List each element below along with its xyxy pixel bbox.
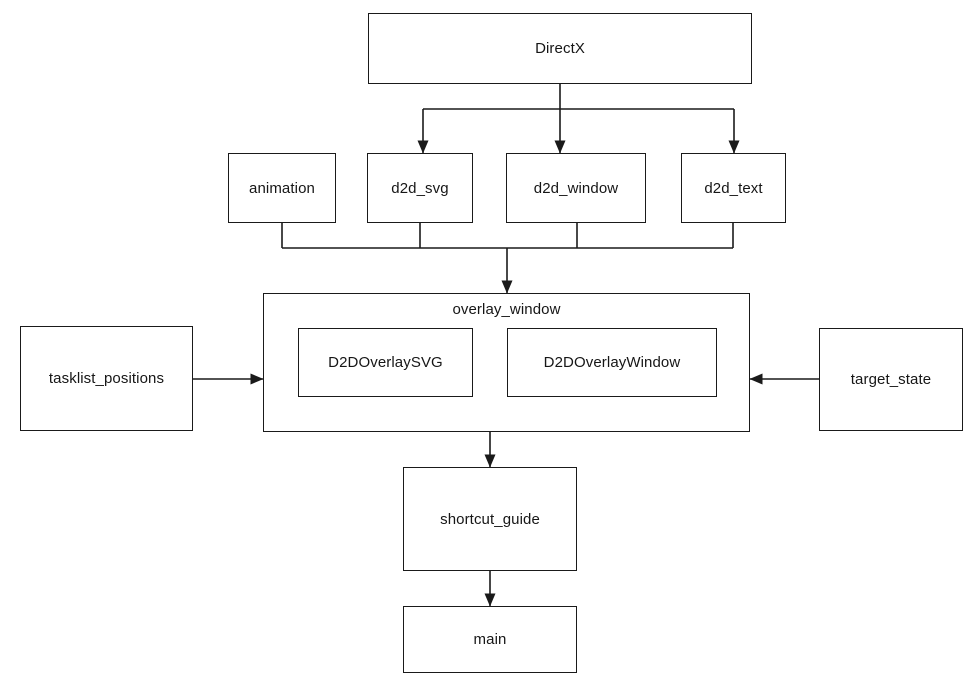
node-shortcut-guide: shortcut_guide — [403, 467, 577, 571]
node-d2d-window-label: d2d_window — [533, 179, 619, 197]
node-d2d-overlay-window: D2DOverlayWindow — [507, 328, 717, 397]
node-d2d-svg-label: d2d_svg — [391, 179, 449, 197]
node-main: main — [403, 606, 577, 673]
node-tasklist-positions: tasklist_positions — [20, 326, 193, 431]
node-animation: animation — [228, 153, 336, 223]
node-d2d-overlay-svg-label: D2DOverlaySVG — [328, 354, 443, 371]
node-target-state: target_state — [819, 328, 963, 431]
node-main-label: main — [473, 631, 507, 648]
node-d2d-text-label: d2d_text — [704, 179, 763, 197]
node-d2d-overlay-window-label: D2DOverlayWindow — [543, 354, 681, 371]
edge-group-merge-to-overlay — [281, 223, 734, 294]
node-overlay-window: overlay_window — [263, 293, 750, 432]
node-d2d-svg: d2d_svg — [367, 153, 473, 223]
node-d2d-text: d2d_text — [681, 153, 786, 223]
node-shortcut-guide-label: shortcut_guide — [440, 510, 540, 528]
node-directx: DirectX — [368, 13, 752, 84]
node-d2d-overlay-svg: D2DOverlaySVG — [298, 328, 473, 397]
node-directx-label: DirectX — [535, 40, 585, 57]
node-overlay-window-label: overlay_window — [452, 301, 561, 318]
node-target-state-label: target_state — [850, 371, 932, 388]
edge-group-directx-fanout — [417, 84, 740, 154]
node-animation-label: animation — [249, 179, 315, 197]
node-d2d-window: d2d_window — [506, 153, 646, 223]
node-tasklist-positions-label: tasklist_positions — [48, 370, 165, 387]
